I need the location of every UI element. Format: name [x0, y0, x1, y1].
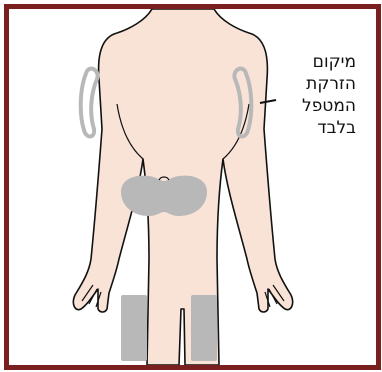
callout-line-1: מיקום — [278, 51, 356, 73]
callout-line-4: בלבד — [278, 117, 356, 139]
injection-site-left-upper-arm — [81, 69, 98, 137]
callout-line-2: הזרקת — [278, 73, 356, 95]
callout-line-3: המטפל — [278, 95, 356, 117]
diagram-frame: מיקום הזרקת המטפל בלבד — [4, 4, 381, 370]
injection-site-abdomen — [121, 176, 207, 216]
injection-site-left-thigh — [121, 295, 147, 361]
injection-site-right-thigh — [191, 295, 217, 361]
injection-site-callout: מיקום הזרקת המטפל בלבד — [278, 51, 356, 139]
